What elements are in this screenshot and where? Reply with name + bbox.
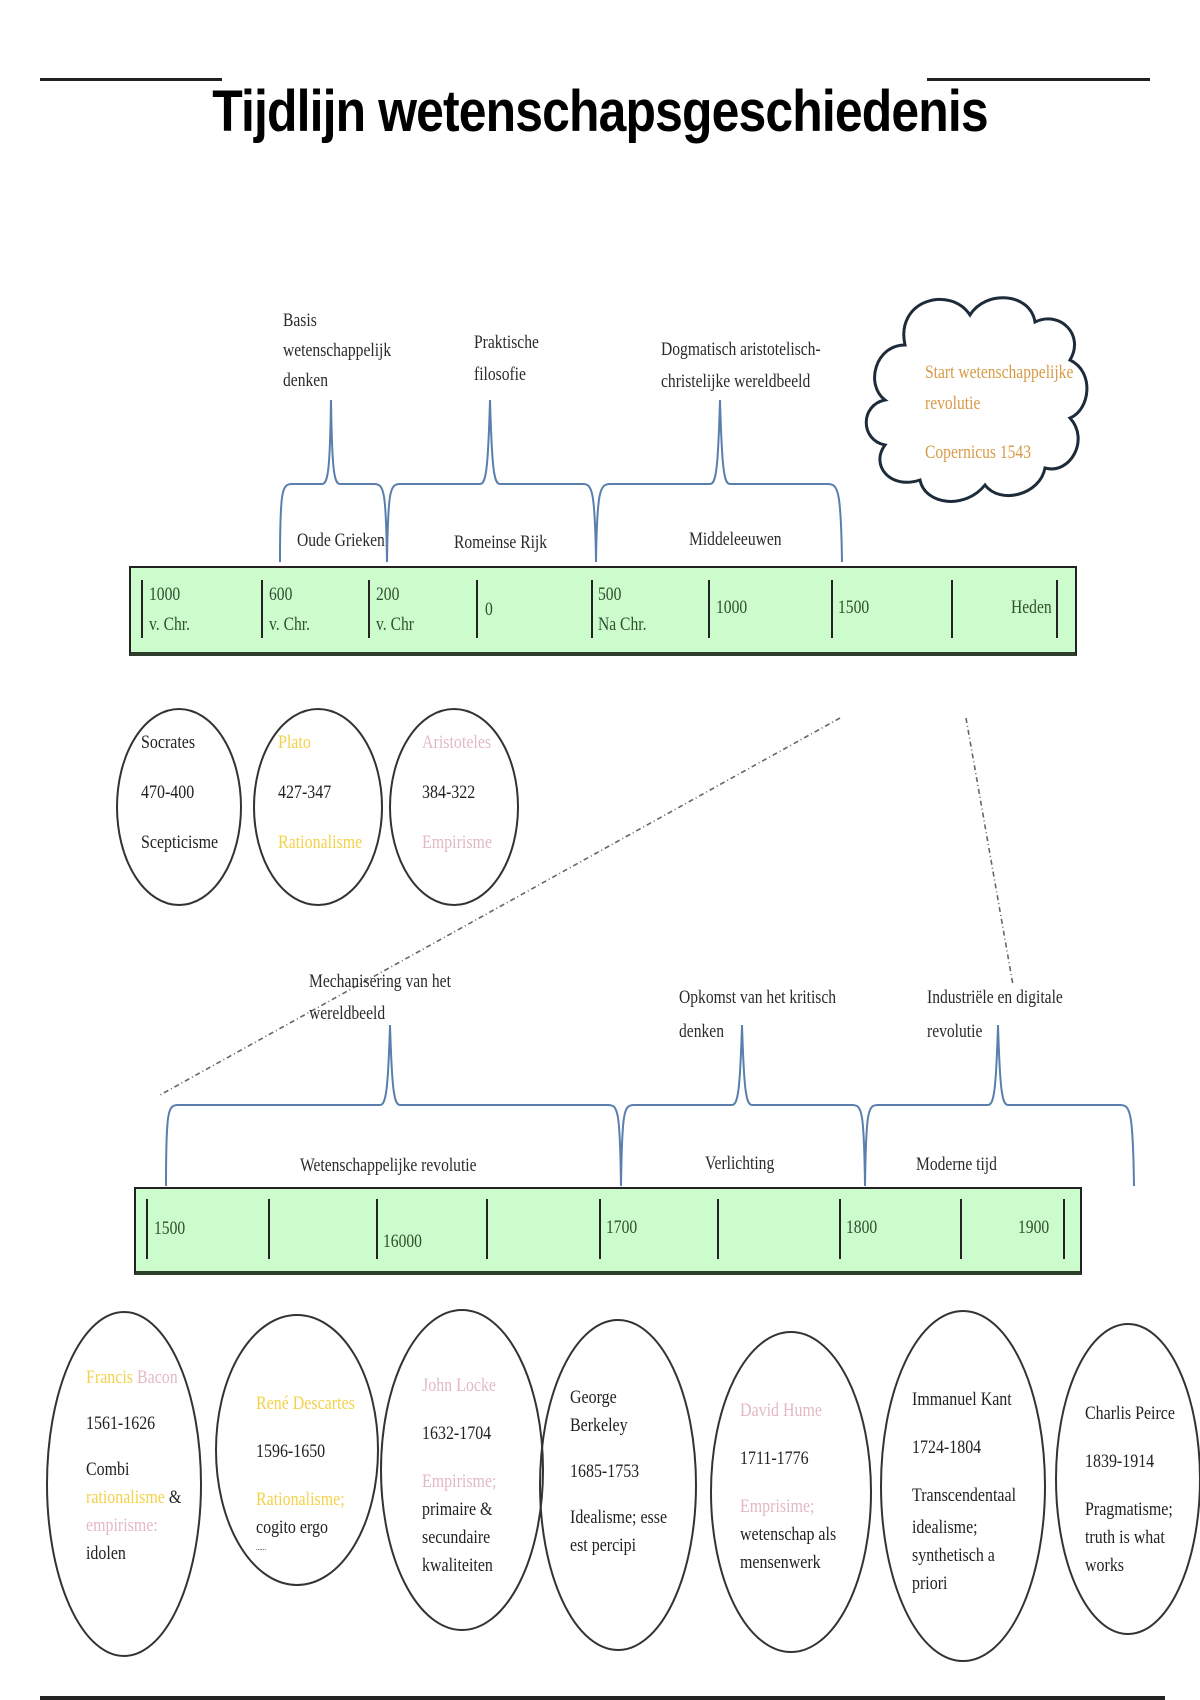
philosopher-socrates: Socrates 470-400 Scepticisme bbox=[141, 732, 219, 853]
philosopher-berkeley: George Berkeley 1685-1753 Idealisme; ess… bbox=[570, 1387, 668, 1556]
period-verlichting: Verlichting bbox=[705, 1153, 775, 1174]
bracket-verlichting bbox=[620, 1024, 866, 1187]
page-title: Tijdlijn wetenschapsgeschiedenis bbox=[212, 79, 988, 144]
ellipse-aristoteles bbox=[389, 708, 519, 906]
tick-label-1500-ad: 1500 bbox=[838, 597, 870, 618]
bottom-rule bbox=[40, 1696, 1165, 1700]
philosopher-peirce: Charlis Peirce 1839-1914 Pragmatisme; tr… bbox=[1085, 1403, 1175, 1576]
ellipse-plato bbox=[253, 708, 383, 906]
cloud-text: Start wetenschappelijke revolutie Copern… bbox=[925, 362, 1074, 463]
ellipse-bacon bbox=[46, 1311, 202, 1657]
period-oude-grieken: Oude Grieken bbox=[297, 530, 385, 551]
tick-label-1000-bc: 1000 v. Chr. bbox=[149, 584, 190, 635]
tick-1500 bbox=[146, 1199, 148, 1259]
tick-label-500-ad: 500 Na Chr. bbox=[598, 584, 647, 635]
timeline-1500-to-1900: 1500 16000 1700 1800 1900 bbox=[134, 1187, 1082, 1275]
period-middeleeuwen: Middeleeuwen bbox=[689, 529, 782, 550]
period-moderne-tijd: Moderne tijd bbox=[916, 1154, 997, 1175]
tick-label-1800: 1800 bbox=[846, 1217, 878, 1238]
tick-label-1000-ad: 1000 bbox=[716, 597, 748, 618]
tick-label-heden: Heden bbox=[1011, 597, 1052, 618]
cloud-shape bbox=[864, 296, 1089, 503]
theme-basis-wetenschappelijk-denken: Basis wetenschappelijk denken bbox=[283, 310, 392, 391]
theme-opkomst-kritisch-denken: Opkomst van het kritisch denken bbox=[679, 987, 837, 1042]
tick-0 bbox=[476, 580, 478, 638]
tick-1750 bbox=[717, 1199, 719, 1259]
tick-label-0: 0 bbox=[485, 599, 493, 620]
theme-dogmatisch-wereldbeeld: Dogmatisch aristotelisch- christelijke w… bbox=[661, 339, 821, 392]
ellipse-hume bbox=[710, 1331, 872, 1653]
tick-1850 bbox=[960, 1199, 962, 1259]
tick-1900 bbox=[1063, 1199, 1065, 1259]
tick-heden-end bbox=[1056, 580, 1058, 638]
zoom-connector-right bbox=[965, 717, 1014, 986]
philosopher-descartes: René Descartes 1596-1650 Rationalisme; c… bbox=[256, 1393, 355, 1552]
tick-label-1600: 16000 bbox=[383, 1231, 422, 1252]
philosopher-bacon: Francis Bacon 1561-1626 Combi rationalis… bbox=[86, 1367, 182, 1564]
tick-label-1500: 1500 bbox=[154, 1218, 186, 1239]
theme-praktische-filosofie: Praktische filosofie bbox=[474, 332, 539, 385]
tick-label-1700: 1700 bbox=[606, 1217, 638, 1238]
bracket-oude-grieken bbox=[279, 399, 388, 563]
tick-1500-ad bbox=[831, 580, 833, 638]
tick-1550 bbox=[268, 1199, 270, 1259]
bracket-moderne-tijd bbox=[864, 1024, 1135, 1187]
philosopher-kant: Immanuel Kant 1724-1804 Transcendentaal … bbox=[912, 1389, 1017, 1594]
philosopher-plato: Plato 427-347 Rationalisme bbox=[278, 732, 363, 853]
period-wetenschappelijke-revolutie: Wetenschappelijke revolutie bbox=[300, 1155, 477, 1176]
philosopher-aristoteles: Aristoteles 384-322 Empirisme bbox=[422, 732, 493, 853]
tick-label-200-bc: 200 v. Chr bbox=[376, 584, 414, 635]
ellipse-descartes bbox=[215, 1314, 379, 1586]
philosopher-locke: John Locke 1632-1704 Empirisme; primaire… bbox=[422, 1375, 497, 1576]
tick-1600 bbox=[376, 1199, 378, 1259]
bracket-middeleeuwen bbox=[595, 399, 843, 563]
tick-label-600-bc: 600 v. Chr. bbox=[269, 584, 310, 635]
period-romeinse-rijk: Romeinse Rijk bbox=[454, 532, 548, 553]
title-rule-right bbox=[927, 78, 1150, 81]
tick-500-ad bbox=[591, 580, 593, 638]
tick-1000-bc bbox=[141, 580, 143, 638]
ellipse-kant bbox=[880, 1310, 1046, 1662]
zoom-connector-left bbox=[159, 717, 841, 1096]
timeline-ancient-to-present: 1000 v. Chr. 600 v. Chr. 200 v. Chr 0 50… bbox=[129, 566, 1077, 656]
tick-1650 bbox=[486, 1199, 488, 1259]
tick-1700 bbox=[599, 1199, 601, 1259]
theme-mechanisering-wereldbeeld: Mechanisering van het wereldbeeld bbox=[309, 971, 451, 1024]
ellipse-berkeley bbox=[539, 1319, 697, 1651]
ellipse-peirce bbox=[1055, 1323, 1200, 1635]
bracket-romeinse-rijk bbox=[386, 399, 597, 563]
ellipse-socrates bbox=[116, 708, 242, 906]
theme-industriele-digitale-revolutie: Industriële en digitale revolutie bbox=[927, 987, 1063, 1042]
philosopher-hume: David Hume 1711-1776 Emprisime; wetensch… bbox=[740, 1400, 837, 1573]
title-rule-left bbox=[40, 78, 222, 81]
tick-200-bc bbox=[368, 580, 370, 638]
tick-1800 bbox=[839, 1199, 841, 1259]
bracket-wetenschappelijke-revolutie bbox=[165, 1024, 622, 1187]
tick-heden-start bbox=[951, 580, 953, 638]
ellipse-locke bbox=[380, 1309, 544, 1631]
tick-1000-ad bbox=[708, 580, 710, 638]
tick-label-1900: 1900 bbox=[1018, 1217, 1050, 1238]
tick-600-bc bbox=[261, 580, 263, 638]
